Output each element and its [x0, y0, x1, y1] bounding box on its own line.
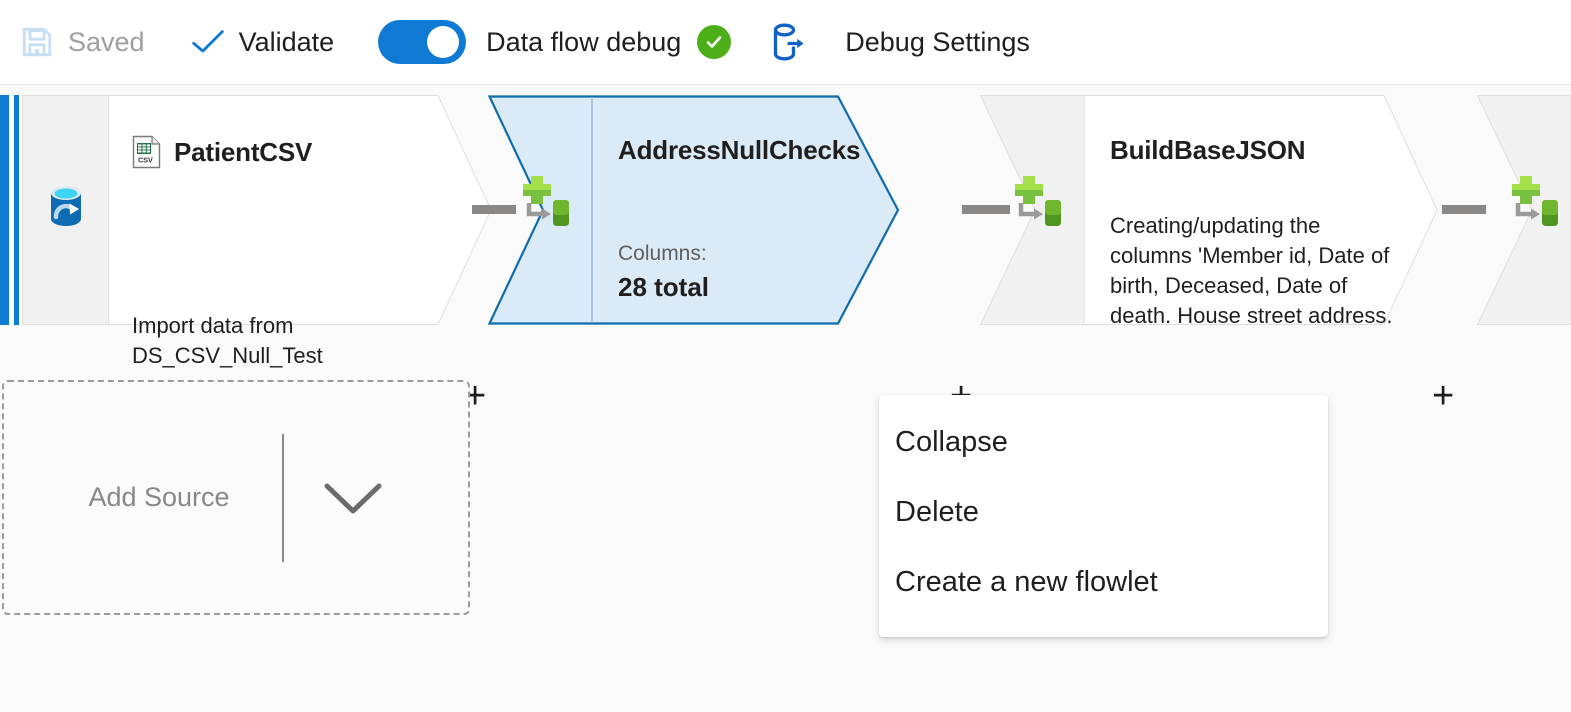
- node-description: Creating/updating the columns 'Member id…: [1110, 213, 1393, 323]
- node-body-shape: [980, 95, 1438, 325]
- svg-text:CSV: CSV: [138, 156, 153, 165]
- checkmark-icon: [191, 29, 225, 55]
- database-export-icon: [731, 21, 827, 63]
- validate-button[interactable]: Validate: [191, 14, 335, 70]
- context-menu-item-create-flowlet[interactable]: Create a new flowlet: [895, 566, 1158, 598]
- node-context-menu: Collapse Delete Create a new flowlet: [879, 395, 1328, 637]
- node-title-row: CSV PatientCSV: [132, 135, 312, 169]
- derived-column-icon: [513, 170, 575, 237]
- node-stat-label: Columns:: [618, 242, 707, 265]
- toolbar: Saved Validate Data flow debug Debug Set…: [0, 0, 1571, 85]
- connector-line: [962, 205, 1010, 214]
- validate-button-label: Validate: [238, 26, 335, 57]
- node-description: Import data from DS_CSV_Null_Test: [132, 313, 323, 368]
- divider: [281, 433, 284, 562]
- node-body-shape: [108, 95, 492, 325]
- stream-indicator-bar-primary: [0, 95, 9, 325]
- toggle-knob: [427, 26, 460, 58]
- data-flow-debug-label: Data flow debug: [486, 26, 682, 57]
- data-flow-canvas: CSV PatientCSV Import data from DS_CSV_N…: [0, 85, 1571, 712]
- node-stat-value: 28 total: [618, 272, 710, 302]
- chevron-down-icon[interactable]: [322, 478, 384, 518]
- connector-line: [1442, 205, 1486, 214]
- derived-column-icon: [1005, 170, 1067, 237]
- green-check-badge-icon: [697, 25, 732, 59]
- node-name: AddressNullChecks: [618, 135, 861, 165]
- node-buildbasejson[interactable]: BuildBaseJSON Creating/updating the colu…: [980, 95, 1454, 415]
- save-button[interactable]: Saved: [20, 14, 145, 70]
- node-addressnullchecks[interactable]: AddressNullChecks Columns: 28 total +: [488, 95, 972, 415]
- data-flow-debug-toggle[interactable]: [378, 20, 467, 64]
- node-patientcsv[interactable]: CSV PatientCSV Import data from DS_CSV_N…: [22, 95, 492, 415]
- node-next-partial[interactable]: [1477, 95, 1571, 325]
- add-downstream-button[interactable]: +: [1432, 375, 1455, 417]
- stream-indicator-bar-secondary: [14, 95, 19, 325]
- node-type-strip: [22, 95, 108, 325]
- add-source-label: Add Source: [88, 482, 230, 512]
- derived-column-icon: [1502, 170, 1564, 237]
- debug-settings-button[interactable]: Debug Settings: [731, 14, 1030, 70]
- node-name: BuildBaseJSON: [1110, 135, 1306, 165]
- save-button-label: Saved: [68, 26, 145, 57]
- node-name: PatientCSV: [174, 136, 313, 167]
- debug-settings-label: Debug Settings: [845, 26, 1030, 57]
- csv-file-icon: CSV: [132, 135, 162, 169]
- connector-line: [472, 205, 516, 214]
- database-source-icon: [43, 183, 89, 238]
- context-menu-item-collapse[interactable]: Collapse: [895, 426, 1008, 458]
- context-menu-item-delete[interactable]: Delete: [895, 496, 979, 528]
- save-floppy-icon: [20, 25, 54, 59]
- add-source-button[interactable]: Add Source: [2, 380, 470, 615]
